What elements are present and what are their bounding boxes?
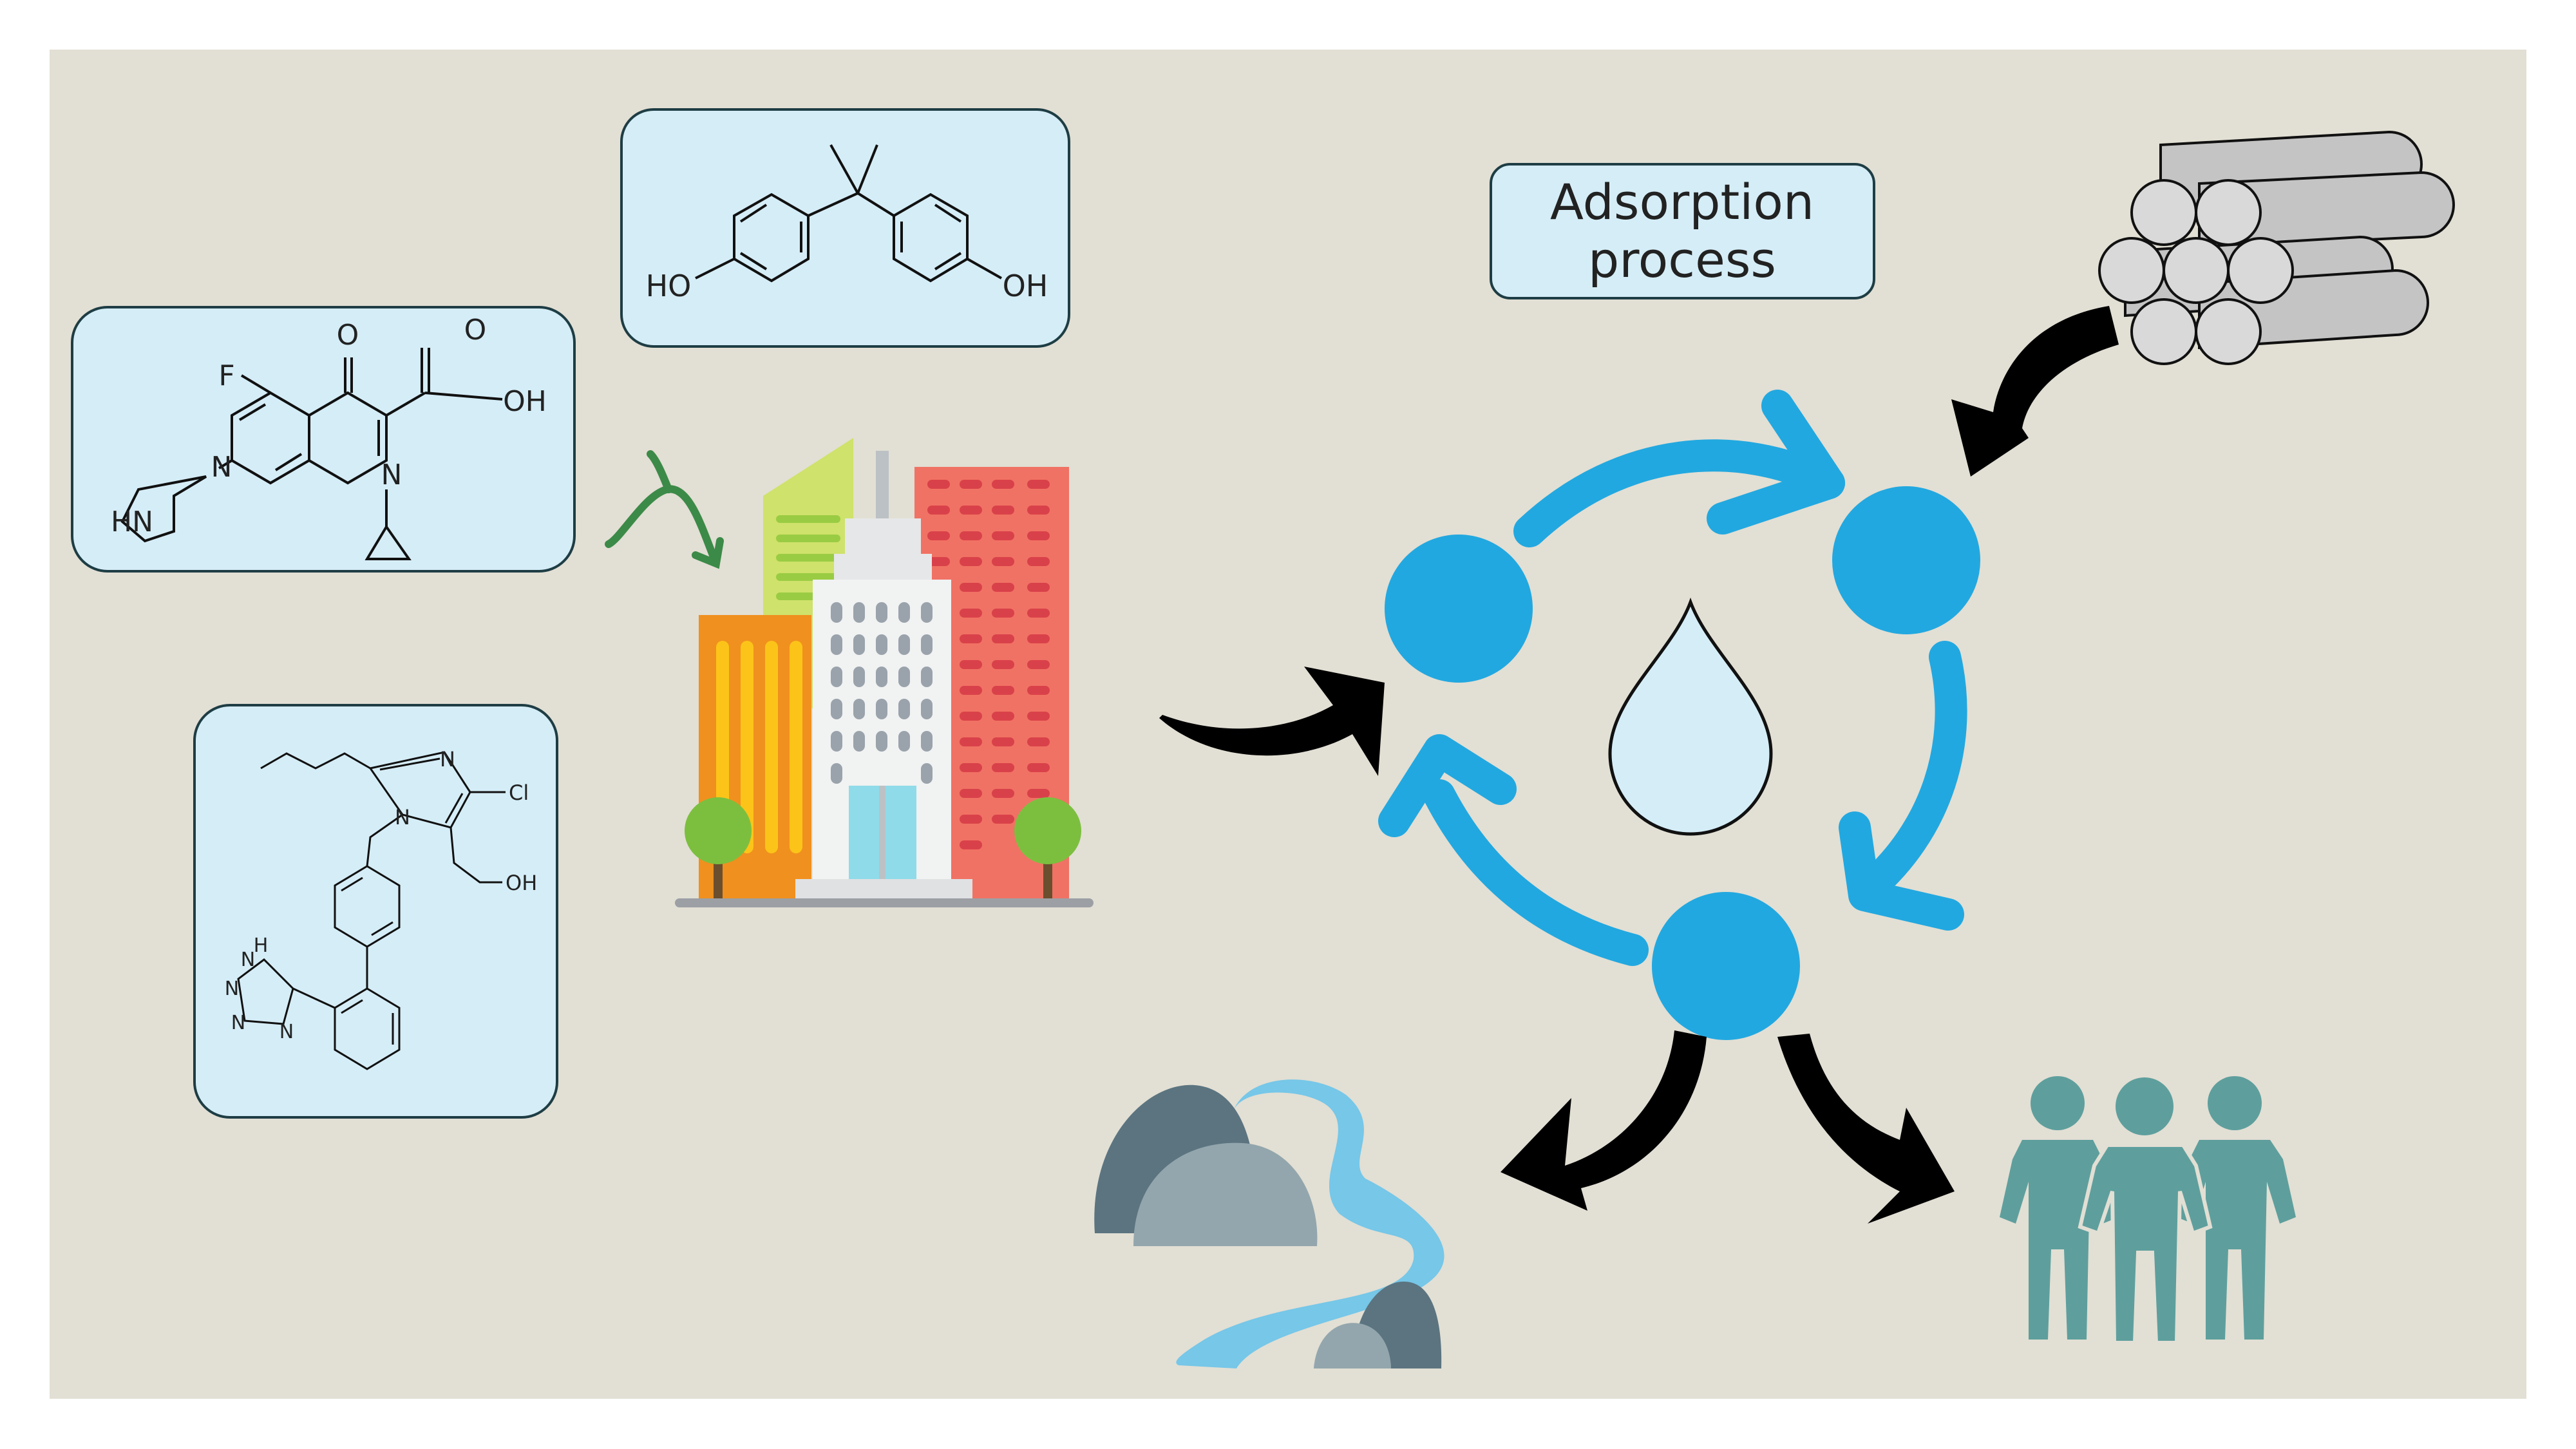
atom-label-n: N xyxy=(231,1012,245,1034)
atom-label-n: N xyxy=(279,1021,294,1043)
atom-label-oh: OH xyxy=(503,385,547,418)
atom-label-f: F xyxy=(218,359,234,392)
nanotubes-bundle-icon xyxy=(2098,130,2455,365)
curved-arrow-icon xyxy=(1777,1034,1955,1224)
atom-label-h: H xyxy=(254,934,269,957)
atom-label-n: N xyxy=(395,805,410,829)
cycle-arrow-top xyxy=(1513,439,1845,547)
atom-label-cl: Cl xyxy=(509,781,529,805)
people-group-icon xyxy=(2000,1076,2296,1345)
label-line-1: Adsorption xyxy=(1550,173,1814,231)
atom-label-o: O xyxy=(337,319,359,352)
ciprofloxacin-molecule-box: F O O OH N N HN xyxy=(71,306,576,573)
molecule-box-frame xyxy=(71,306,576,573)
atom-label-oh: OH xyxy=(1003,269,1048,303)
cycle-arrowhead-right xyxy=(1839,811,1964,931)
curved-arrow-icon xyxy=(1159,667,1385,776)
atom-label-hn: HN xyxy=(111,506,153,538)
adsorption-cycle xyxy=(1378,390,1980,1040)
bisphenol-a-molecule-box: HO OH xyxy=(620,108,1070,348)
curved-arrow-icon xyxy=(1501,1030,1707,1211)
curved-arrow-icon xyxy=(1951,306,2119,477)
atom-label-n: N xyxy=(241,949,255,971)
cycle-arrow-bottom xyxy=(1423,779,1649,966)
atom-label-oh: OH xyxy=(506,871,537,895)
atom-label-ho: HO xyxy=(646,269,692,303)
cycle-node-right xyxy=(1832,486,1980,634)
river-landscape-icon xyxy=(1094,1079,1444,1368)
atom-label-n2: N xyxy=(211,451,232,484)
water-drop-icon xyxy=(1608,597,1773,836)
cycle-node-left xyxy=(1385,535,1533,683)
city-buildings-icon xyxy=(675,438,1094,907)
atom-label-n1: N xyxy=(381,459,402,491)
adsorption-process-label: Adsorption process xyxy=(1490,163,1875,299)
atom-label-n: N xyxy=(440,747,455,772)
cycle-arrowhead-bottom xyxy=(1378,734,1517,837)
atom-label-n: N xyxy=(225,978,239,1000)
label-line-2: process xyxy=(1588,231,1776,289)
losartan-molecule-box: Cl N N OH H N N N N xyxy=(193,704,558,1119)
molecule-box-frame xyxy=(620,108,1070,348)
cycle-arrowhead-top xyxy=(1707,390,1845,535)
atom-label-acid-o: O xyxy=(464,314,487,346)
curved-arrow-icon xyxy=(605,450,724,569)
label-box-frame xyxy=(1490,163,1875,299)
cycle-arrow-right xyxy=(1848,641,1967,908)
cycle-node-bottom xyxy=(1652,892,1800,1040)
